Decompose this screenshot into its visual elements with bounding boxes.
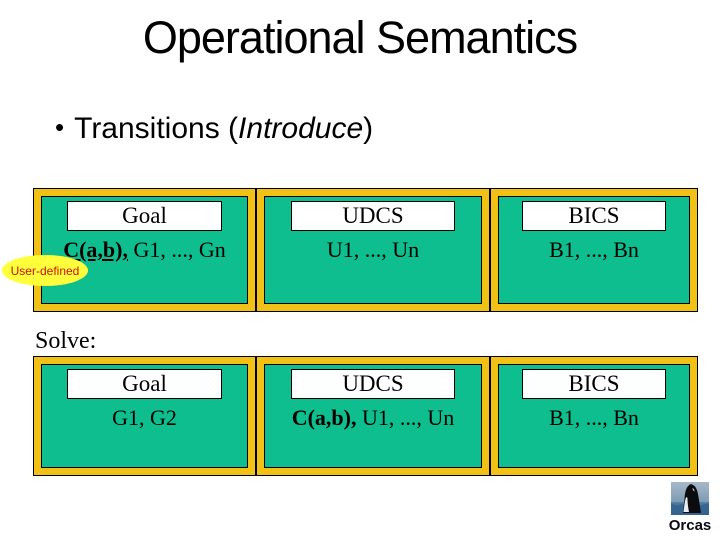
panel-row-introduce: Goal C(a,b), G1, ..., Gn UDCS U1, ..., U… [33, 188, 698, 312]
udcs-panel: UDCS C(a,b), U1, ..., Un [264, 364, 482, 468]
bullet-text-italic: Introduce [238, 112, 364, 145]
goal-panel: Goal G1, G2 [41, 364, 248, 468]
goal-content: G1, G2 [112, 405, 177, 431]
bics-content: B1, ..., Bn [549, 405, 639, 431]
bics-panel: BICS B1, ..., Bn [498, 196, 690, 304]
bullet-text-close: ) [363, 112, 374, 145]
goal-terms: G1, ..., Gn [128, 237, 226, 262]
goal-heading-box: Goal [66, 201, 223, 231]
orcas-caption: Orcas [668, 517, 712, 534]
user-defined-label: User-defined [10, 263, 80, 278]
orcas-logo: Orcas [664, 482, 716, 534]
bics-terms: B1, ..., Bn [549, 237, 639, 262]
udcs-content: C(a,b), U1, ..., Un [292, 405, 455, 431]
bullet-item-transitions: • Transitions (Introduce) [55, 112, 373, 146]
framed-panel-goal: Goal C(a,b), G1, ..., Gn [33, 188, 256, 312]
bics-heading-box: BICS [521, 369, 667, 399]
udcs-terms: U1, ..., Un [326, 237, 420, 262]
framed-panel-bics-solve: BICS B1, ..., Bn [490, 356, 698, 476]
bics-terms: B1, ..., Bn [549, 405, 639, 430]
udcs-terms: U1, ..., Un [356, 405, 455, 430]
goal-heading: Goal [122, 203, 167, 228]
bics-heading: BICS [568, 371, 620, 396]
framed-panel-udcs: UDCS U1, ..., Un [256, 188, 490, 312]
udcs-panel: UDCS U1, ..., Un [264, 196, 482, 304]
constraint-term: C(a,b), [291, 405, 357, 430]
user-defined-callout: User-defined [2, 255, 88, 286]
orca-photo-icon [671, 482, 709, 515]
framed-panel-bics: BICS B1, ..., Bn [490, 188, 698, 312]
bics-heading-box: BICS [521, 201, 667, 231]
goal-heading: Goal [122, 371, 167, 396]
framed-panel-udcs-solve: UDCS C(a,b), U1, ..., Un [256, 356, 490, 476]
udcs-heading: UDCS [342, 371, 404, 396]
udcs-heading-box: UDCS [290, 369, 456, 399]
goal-content: C(a,b), G1, ..., Gn [63, 237, 226, 263]
framed-panel-goal-solve: Goal G1, G2 [33, 356, 256, 476]
bics-heading: BICS [568, 203, 620, 228]
solve-label: Solve: [35, 328, 97, 354]
slide-title: Operational Semantics [142, 12, 578, 63]
panel-row-solve: Goal G1, G2 UDCS C(a,b), U1, ..., Un BIC… [33, 356, 698, 476]
goal-panel: Goal C(a,b), G1, ..., Gn [41, 196, 248, 304]
udcs-heading: UDCS [342, 203, 404, 228]
udcs-heading-box: UDCS [290, 201, 456, 231]
bics-content: B1, ..., Bn [549, 237, 639, 263]
goal-heading-box: Goal [66, 369, 223, 399]
bullet-text: Transitions ( [74, 112, 239, 145]
constraint-term: C(a,b), [63, 237, 128, 262]
udcs-content: U1, ..., Un [327, 237, 419, 263]
bics-panel: BICS B1, ..., Bn [498, 364, 690, 468]
goal-terms: G1, G2 [112, 405, 177, 430]
bullet-marker: • [55, 112, 65, 142]
